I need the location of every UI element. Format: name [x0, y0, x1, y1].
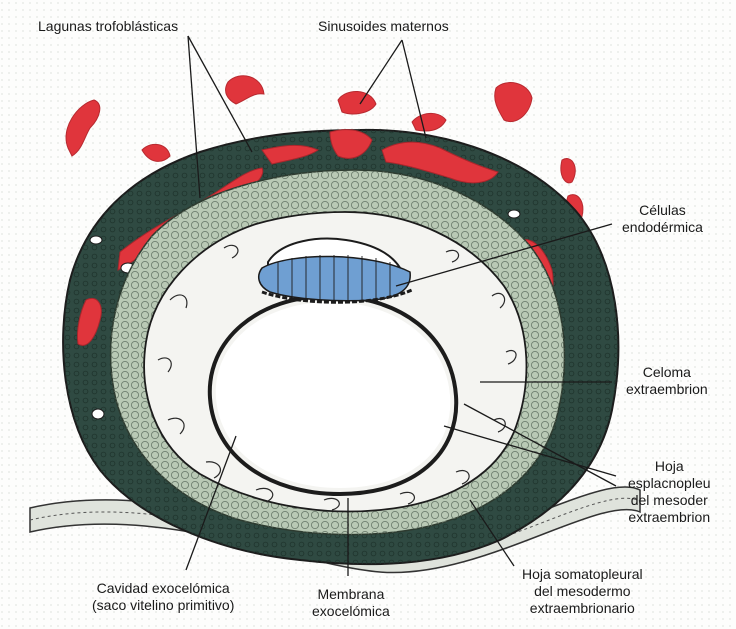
label-sinusoides-maternos: Sinusoides maternos [318, 18, 449, 34]
exocoelomic-membrane [207, 293, 459, 497]
label-line: Membrana [317, 586, 385, 602]
label-line: Hoja somatopleural [522, 566, 643, 582]
embryonic-disc [257, 237, 413, 304]
label-membrana-exocelomica: Membrana exocelómica [312, 586, 390, 620]
label-line: del mesodermo [534, 583, 631, 599]
label-line: extraembrionario [529, 600, 635, 616]
label-line: Celoma [642, 364, 691, 380]
label-cavidad-exocelomica: Cavidad exocelómica (saco vitelino primi… [92, 580, 234, 614]
label-line: exocelómica [312, 603, 390, 619]
epiblast-cell-borders [277, 255, 391, 300]
label-line: del mesoder [630, 492, 708, 508]
extraembryonic-mesoderm-cells [157, 244, 517, 511]
label-line: (saco vitelino primitivo) [92, 597, 235, 613]
epiblast [257, 255, 411, 302]
label-hoja-somatopleural: Hoja somatopleural del mesodermo extraem… [522, 566, 643, 617]
label-line: endodérmica [622, 219, 703, 235]
exocoelomic-cavity [215, 302, 451, 488]
label-line: extraembrion [626, 381, 708, 397]
label-line: esplacnopleu [628, 475, 711, 491]
label-line: Hoja [654, 458, 684, 474]
hypoblast [261, 288, 413, 304]
label-lagunas-trofoblasticas: Lagunas trofoblásticas [38, 18, 179, 34]
label-line: Células [639, 202, 686, 218]
leader-lines [185, 35, 617, 576]
label-hoja-esplacnopleural: Hoja esplacnopleu del mesoder extraembri… [628, 458, 711, 526]
label-celoma-extraembrionario: Celoma extraembrion [626, 364, 708, 398]
label-celulas-endodermicas: Células endodérmica [622, 202, 703, 236]
label-line: extraembrion [628, 509, 711, 525]
label-line: Cavidad exocelómica [96, 580, 230, 596]
